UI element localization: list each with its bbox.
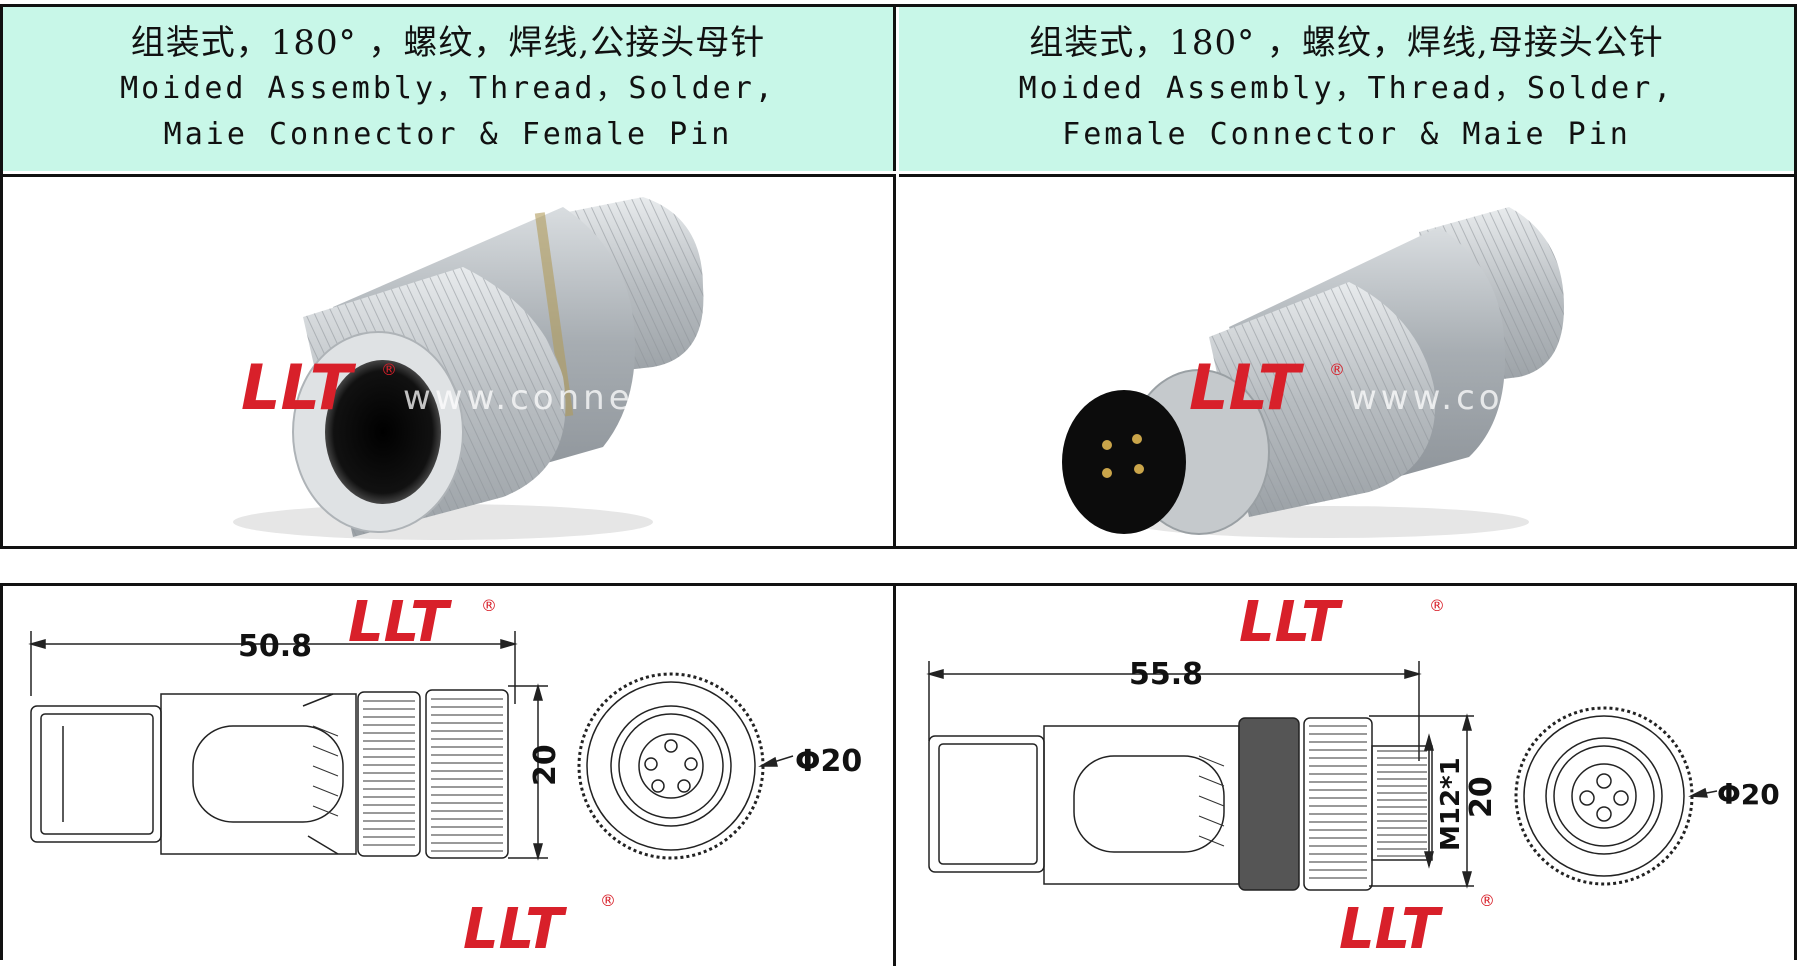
right-dim-thread: M12*1 (1436, 757, 1466, 851)
svg-text:®: ® (481, 596, 497, 615)
right-dim-height: 20 (1464, 776, 1499, 818)
svg-text:LLT: LLT (1339, 897, 1443, 962)
right-dim-length: 55.8 (1129, 657, 1203, 692)
technical-drawing-table: 50.8 20 Φ20 LLT ® LLT ® (0, 583, 1797, 966)
left-header: 组装式，180° ，螺纹，焊线,公接头母针 Moided Assembly，Th… (3, 7, 896, 171)
right-title-cn: 组装式，180° ，螺纹，焊线,母接头公针 (1029, 23, 1664, 63)
svg-text:LLT: LLT (463, 897, 567, 962)
product-photo-table: 组装式，180° ，螺纹，焊线,公接头母针 Moided Assembly，Th… (0, 4, 1797, 549)
left-dim-length: 50.8 (238, 629, 312, 664)
right-drawing-logo-bottom: LLT ® (1339, 891, 1495, 962)
left-title-en-line1: Moided Assembly，Thread，Solder, (120, 71, 776, 106)
right-watermark: www.connector (1349, 378, 1662, 418)
male-connector-render (1062, 207, 1564, 538)
svg-text:®: ® (1479, 891, 1495, 910)
left-dim-diameter: Φ20 (795, 744, 862, 779)
left-title-en-line2: Maie Connector & Female Pin (163, 117, 733, 152)
svg-text:LLT: LLT (348, 590, 452, 655)
svg-text:®: ® (600, 891, 616, 910)
left-drawing-logo-top: LLT ® (348, 590, 497, 655)
left-title-cn: 组装式，180° ，螺纹，焊线,公接头母针 (130, 23, 766, 63)
right-title-en-line2: Female Connector & Maie Pin (1062, 117, 1631, 152)
svg-text:®: ® (381, 360, 397, 379)
left-watermark: www.connector (403, 378, 716, 418)
svg-text:LLT: LLT (241, 351, 357, 424)
svg-text:LLT: LLT (1239, 590, 1343, 655)
right-product-photo: LLT ® www.connector (899, 174, 1794, 546)
female-connector-render (233, 197, 704, 540)
left-dim-height: 20 (528, 744, 563, 786)
left-drawing-logo-bottom: LLT ® (463, 891, 616, 962)
right-title-en-line1: Moided Assembly，Thread，Solder, (1018, 71, 1675, 106)
left-technical-drawing: 50.8 20 Φ20 LLT ® LLT ® (3, 586, 896, 966)
svg-text:®: ® (1429, 596, 1445, 615)
left-photo-logo: LLT ® (241, 351, 397, 424)
right-drawing-logo-top: LLT ® (1239, 590, 1445, 655)
right-technical-drawing: 55.8 M12*1 20 Φ20 LLT ® LLT ® (899, 586, 1794, 966)
left-product-photo: LLT ® www.connector (3, 174, 896, 546)
svg-text:LLT: LLT (1189, 351, 1305, 424)
svg-text:®: ® (1329, 360, 1345, 379)
right-header: 组装式，180° ，螺纹，焊线,母接头公针 Moided Assembly，Th… (899, 7, 1794, 171)
right-dim-diameter: Φ20 (1717, 778, 1780, 811)
right-photo-logo: LLT ® (1189, 351, 1345, 424)
